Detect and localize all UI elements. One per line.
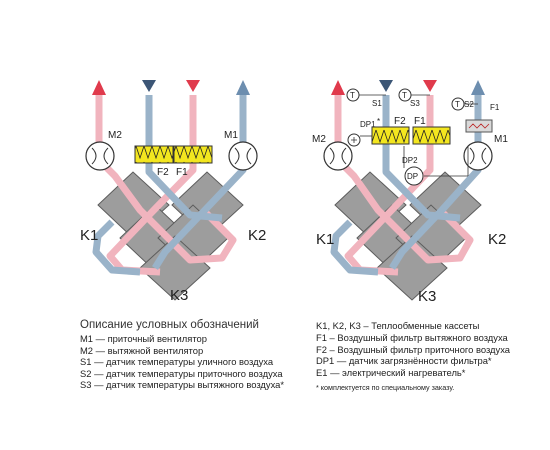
legend-line-m2: M2 — вытяжной вентилятор (80, 344, 204, 356)
legend-line-f2: F2 – Воздушный фильтр приточного воздуха (316, 343, 510, 355)
sensor-dp1 (347, 133, 372, 147)
legend-line-e1: E1 — электрический нагреватель* (316, 367, 466, 379)
label-f2-right: F2 (394, 116, 406, 127)
legend-line-m1: M1 — приточный вентилятор (80, 333, 207, 344)
label-m1-right: M1 (494, 134, 508, 145)
arrow-down-navy-right (379, 80, 393, 92)
arrow-up-red-right-1 (331, 80, 345, 95)
legend-title: Описание условных обозначений (80, 319, 259, 331)
arrow-down-red-right (423, 80, 437, 92)
label-f1-left: F1 (176, 167, 188, 178)
filter-f2-left (134, 145, 174, 164)
filter-f1-right (412, 126, 451, 145)
sensor-s2-t: T (455, 100, 460, 109)
sensor-s3: T (398, 88, 430, 102)
fan-m2-right (323, 141, 353, 171)
sensor-dp2: DP (403, 146, 469, 186)
legend-line-s1: S1 — датчик температуры уличного воздуха (80, 356, 274, 367)
legend-line-f1: F1 – Воздушный фильтр вытяжного воздуха (316, 331, 508, 343)
label-k1-left: K1 (80, 227, 98, 244)
arrow-up-red-left-1 (92, 80, 106, 95)
diagram-right: T T T S1 S3 S2 F1 (312, 80, 508, 305)
arrow-up-blue-right (471, 80, 485, 95)
sensor-s3-t: T (402, 91, 407, 100)
duct-blue-3-right (330, 219, 379, 276)
fan-m1-right (463, 141, 493, 171)
label-m2-left: M2 (108, 130, 122, 141)
arrow-down-red-left (186, 80, 200, 92)
sensor-s2: T (451, 97, 478, 111)
label-dp2: DP2 (402, 156, 418, 165)
duct-blue-3-left (92, 219, 141, 276)
arrow-down-navy-left (142, 80, 156, 92)
label-k2-left: K2 (248, 227, 266, 244)
label-dp1: DP1 (360, 120, 376, 129)
sensor-s1: T (346, 88, 386, 102)
label-k3-left: K3 (170, 287, 188, 304)
label-s3: S3 (410, 99, 420, 108)
label-k2-right: K2 (488, 231, 506, 248)
duct-blue-1-left (145, 95, 223, 222)
label-m1-left: M1 (224, 130, 238, 141)
legend-footnote: * комплектуется по специальному заказу. (316, 382, 455, 392)
label-f2-left: F2 (157, 167, 169, 178)
label-k1-right: K1 (316, 231, 334, 248)
cassette-k3-left (139, 235, 211, 301)
label-f1-right: F1 (414, 116, 426, 127)
filter-f1-left (173, 145, 213, 164)
legend-line-dp1: DP1 — датчик загрязнённости фильтра* (316, 355, 492, 367)
legend-line-s3: S3 — датчик температуры вытяжного воздух… (80, 379, 285, 390)
fan-m1-left (228, 141, 258, 171)
sensor-dp-text: DP (407, 172, 418, 181)
label-s2: S2 (464, 100, 474, 109)
fan-m2-left (85, 141, 115, 171)
label-s1: S1 (372, 99, 382, 108)
filter-f2-right (371, 126, 410, 145)
diagram-left: M2 M1 F2 F1 K1 K2 K3 (80, 80, 266, 304)
sensor-s1-t: T (350, 91, 355, 100)
legend-line-k: K1, K2, K3 – Теплообменные кассеты (316, 320, 480, 331)
label-m2-right: M2 (312, 134, 326, 145)
heater-e1-coil (468, 123, 490, 129)
label-f1-corner: F1 (490, 103, 500, 112)
label-k3-right: K3 (418, 288, 436, 305)
legend-left: Описание условных обозначений M1 — прито… (80, 319, 284, 391)
arrow-up-blue-left (236, 80, 250, 95)
legend-right: K1, K2, K3 – Теплообменные кассеты F1 – … (316, 320, 510, 393)
cassette-k3-right (376, 235, 448, 301)
legend-line-s2: S2 — датчик температуры приточного возду… (80, 367, 283, 379)
label-dp1-sup: * (377, 117, 380, 126)
